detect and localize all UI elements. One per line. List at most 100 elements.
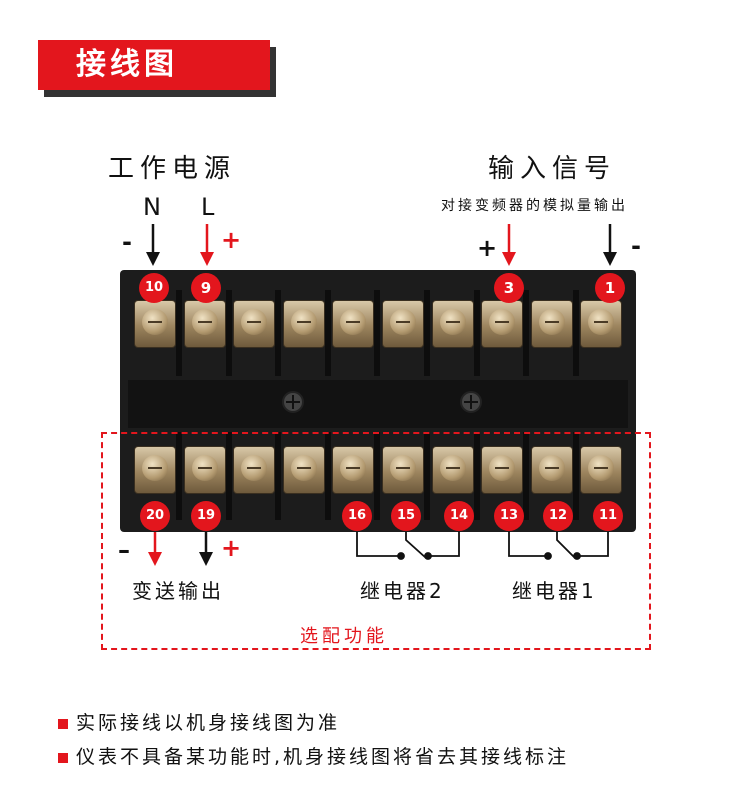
note-1: 实际接线以机身接线图为准 [58,708,340,735]
terminal-badge-9: 9 [191,273,221,303]
terminal-screw [184,446,226,494]
terminal-divider [176,290,182,376]
terminal-screw [184,300,226,348]
screw-icon [340,455,366,481]
terminal-divider [176,432,182,520]
terminal-screw [382,446,424,494]
terminal-screw [134,300,176,348]
arrow-down-icon [199,532,213,566]
terminal-screw [233,300,275,348]
title-banner [38,40,270,90]
terminal-badge-14: 14 [444,501,474,531]
terminal-screw [580,300,622,348]
terminal-block-channel [128,380,628,428]
terminal-screw [531,300,573,348]
screw-icon [192,455,218,481]
input-minus: - [631,232,641,260]
note-2-text: 仪表不具备某功能时,机身接线图将省去其接线标注 [76,746,570,768]
optional-features-box [101,432,651,650]
screw-icon [588,309,614,335]
terminal-badge-20: 20 [140,501,170,531]
terminal-divider [374,432,380,520]
relay1-label: 继电器1 [512,579,597,603]
screw-icon [241,455,267,481]
screw-icon [489,309,515,335]
terminal-badge-11: 11 [593,501,623,531]
terminal-screw [283,446,325,494]
screw-icon [460,391,482,413]
screw-icon [142,455,168,481]
label-l: L [201,193,215,221]
note-1-text: 实际接线以机身接线图为准 [76,712,341,734]
terminal-divider [226,432,232,520]
power-heading: 工作电源 [108,154,237,184]
screw-icon [340,309,366,335]
power-minus: - [122,228,132,256]
transmit-plus: + [221,534,242,562]
terminal-divider [325,290,331,376]
arrow-down-icon [502,224,516,266]
input-subheading: 对接变频器的模拟量输出 [441,198,628,214]
terminal-badge-13: 13 [494,501,524,531]
terminal-badge-16: 16 [342,501,372,531]
screw-icon [588,455,614,481]
terminal-divider [573,290,579,376]
screw-icon [241,309,267,335]
screw-icon [390,455,416,481]
screw-icon [192,309,218,335]
screw-icon [291,455,317,481]
terminal-badge-10: 10 [139,273,169,303]
terminal-screw [382,300,424,348]
terminal-divider [474,432,480,520]
relay2-label: 继电器2 [360,579,445,603]
bullet-square-icon [58,752,68,763]
arrow-down-icon [603,224,617,266]
terminal-divider [424,432,430,520]
terminal-divider [523,290,529,376]
transmit-minus: – [118,536,130,564]
terminal-divider [275,432,281,520]
terminal-badge-12: 12 [543,501,573,531]
transmit-output-label: 变送输出 [132,579,224,603]
terminal-badge-15: 15 [391,501,421,531]
terminal-screw [332,300,374,348]
page-title: 接线图 [76,47,178,82]
terminal-screw [481,300,523,348]
relay-contact-icon [508,530,609,560]
terminal-divider [275,290,281,376]
terminal-badge-1: 1 [595,273,625,303]
screw-icon [390,309,416,335]
note-2: 仪表不具备某功能时,机身接线图将省去其接线标注 [58,742,569,769]
terminal-divider [573,432,579,520]
input-plus: + [477,234,498,262]
terminal-screw [531,446,573,494]
relay-contact-icon [356,530,460,560]
terminal-screw [283,300,325,348]
terminal-screw [332,446,374,494]
terminal-screw [432,300,474,348]
arrow-down-icon [146,224,160,266]
screw-icon [282,391,304,413]
terminal-divider [374,290,380,376]
screw-icon [291,309,317,335]
terminal-screw [432,446,474,494]
terminal-screw [481,446,523,494]
label-n: N [143,193,161,221]
terminal-divider [226,290,232,376]
terminal-divider [474,290,480,376]
terminal-badge-19: 19 [191,501,221,531]
terminal-divider [424,290,430,376]
optional-features-label: 选配功能 [300,626,388,647]
arrow-down-icon [148,532,162,566]
terminal-screw [580,446,622,494]
terminal-divider [325,432,331,520]
terminal-screw [134,446,176,494]
screw-icon [539,309,565,335]
screw-icon [440,309,466,335]
input-heading: 输入信号 [488,154,617,184]
terminal-screw [233,446,275,494]
screw-icon [440,455,466,481]
bullet-square-icon [58,718,68,729]
power-plus: + [221,226,242,254]
